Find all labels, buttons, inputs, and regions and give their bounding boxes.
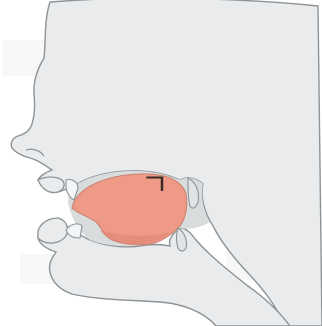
upper-lip — [38, 177, 64, 193]
tongue-consonant-label: ㄱ — [141, 171, 169, 201]
lower-lip — [38, 218, 68, 243]
